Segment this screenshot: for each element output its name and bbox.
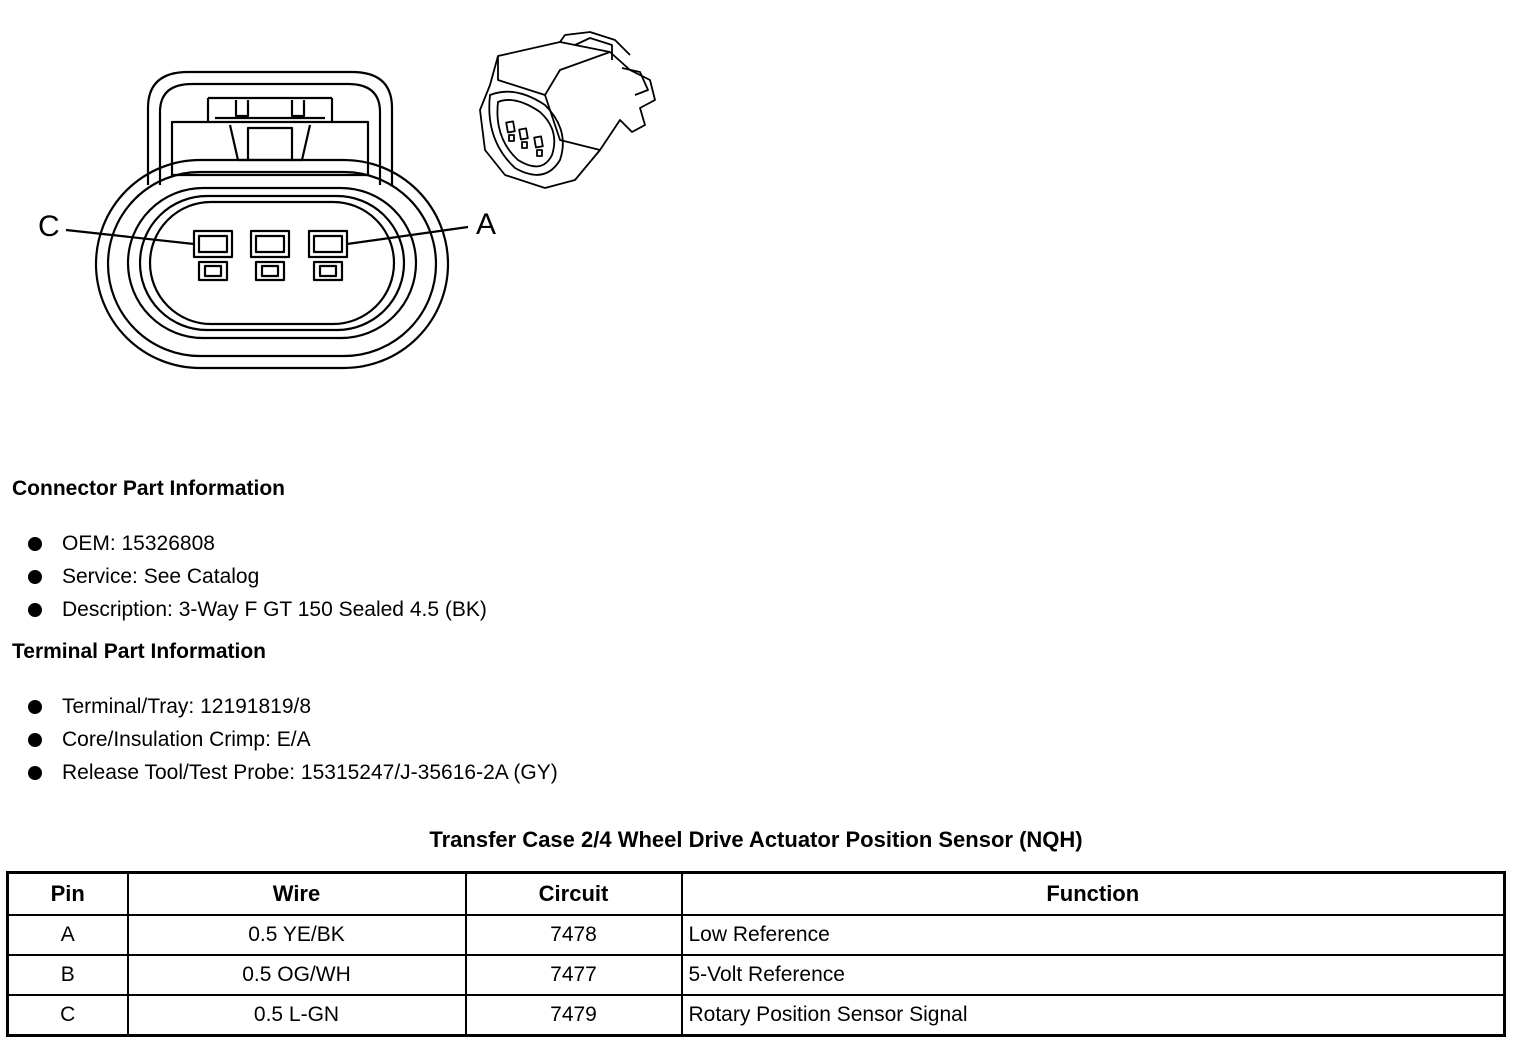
table-row: C 0.5 L-GN 7479 Rotary Position Sensor S… bbox=[6, 994, 1506, 1037]
bullet-icon bbox=[28, 537, 42, 551]
leader-line-c bbox=[65, 228, 195, 246]
list-item-text: Release Tool/Test Probe: 15315247/J-3561… bbox=[62, 761, 558, 784]
column-header-function: Function bbox=[680, 871, 1506, 916]
cell-pin: C bbox=[6, 994, 129, 1037]
cell-wire: 0.5 YE/BK bbox=[126, 914, 467, 956]
terminal-part-list: Terminal/Tray: 12191819/8 Core/Insulatio… bbox=[28, 690, 558, 789]
list-item: Description: 3-Way F GT 150 Sealed 4.5 (… bbox=[28, 593, 487, 626]
bullet-icon bbox=[28, 570, 42, 584]
cell-wire: 0.5 OG/WH bbox=[126, 954, 467, 996]
table-header-row: Pin Wire Circuit Function bbox=[6, 871, 1506, 916]
cell-function: Rotary Position Sensor Signal bbox=[680, 994, 1506, 1037]
cell-circuit: 7477 bbox=[464, 954, 683, 996]
table-title: Transfer Case 2/4 Wheel Drive Actuator P… bbox=[429, 827, 1083, 852]
list-item-text: Service: See Catalog bbox=[62, 565, 260, 588]
list-item: Terminal/Tray: 12191819/8 bbox=[28, 690, 558, 723]
connector-face-view bbox=[65, 70, 469, 370]
cell-pin: A bbox=[6, 914, 129, 956]
list-item: Core/Insulation Crimp: E/A bbox=[28, 723, 558, 756]
pin-label-c: C bbox=[38, 210, 60, 243]
cell-pin: B bbox=[6, 954, 129, 996]
connector-part-heading: Connector Part Information bbox=[12, 477, 286, 500]
column-header-wire: Wire bbox=[126, 871, 467, 916]
column-header-circuit: Circuit bbox=[464, 871, 683, 916]
cell-circuit: 7479 bbox=[464, 994, 683, 1037]
list-item: OEM: 15326808 bbox=[28, 527, 487, 560]
list-item: Release Tool/Test Probe: 15315247/J-3561… bbox=[28, 756, 558, 789]
pinout-table: Pin Wire Circuit Function A 0.5 YE/BK 74… bbox=[6, 871, 1506, 1037]
bullet-icon bbox=[28, 766, 42, 780]
list-item-text: OEM: 15326808 bbox=[62, 532, 215, 555]
connector-part-list: OEM: 15326808 Service: See Catalog Descr… bbox=[28, 527, 487, 626]
bullet-icon bbox=[28, 733, 42, 747]
column-header-pin: Pin bbox=[6, 871, 129, 916]
table-row: A 0.5 YE/BK 7478 Low Reference bbox=[6, 914, 1506, 956]
table-row: B 0.5 OG/WH 7477 5-Volt Reference bbox=[6, 954, 1506, 996]
list-item-text: Core/Insulation Crimp: E/A bbox=[62, 728, 311, 751]
list-item-text: Terminal/Tray: 12191819/8 bbox=[62, 695, 312, 718]
list-item: Service: See Catalog bbox=[28, 560, 487, 593]
connector-diagram: C A bbox=[38, 31, 656, 370]
bullet-icon bbox=[28, 603, 42, 617]
connector-3d-view bbox=[479, 31, 656, 189]
cell-function: 5-Volt Reference bbox=[680, 954, 1506, 996]
cell-wire: 0.5 L-GN bbox=[126, 994, 467, 1037]
bullet-icon bbox=[28, 700, 42, 714]
terminal-part-heading: Terminal Part Information bbox=[12, 640, 266, 663]
pin-label-a: A bbox=[476, 208, 496, 241]
cell-circuit: 7478 bbox=[464, 914, 683, 956]
leader-line-a bbox=[346, 225, 469, 246]
list-item-text: Description: 3-Way F GT 150 Sealed 4.5 (… bbox=[62, 598, 487, 621]
cell-function: Low Reference bbox=[680, 914, 1506, 956]
